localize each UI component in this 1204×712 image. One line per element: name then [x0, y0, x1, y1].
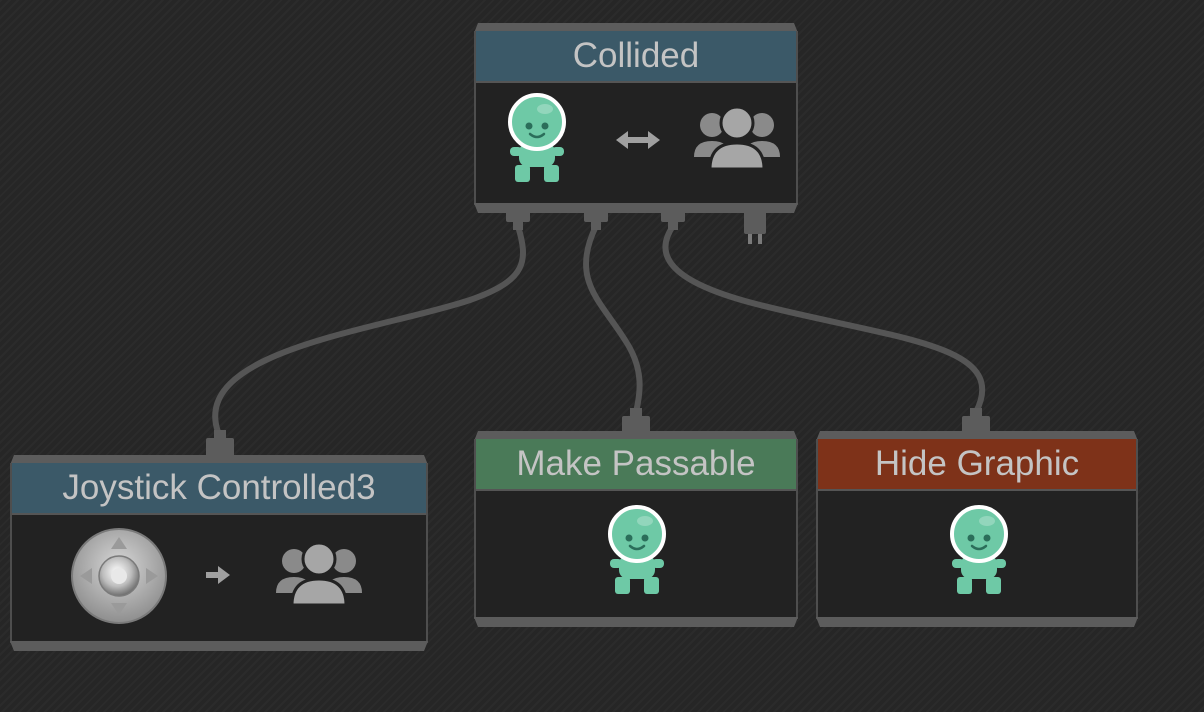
- hide-graphic-node[interactable]: Hide Graphic: [816, 431, 1138, 627]
- node-bottom-edge: [474, 203, 798, 213]
- node-title: Make Passable: [476, 439, 796, 491]
- output-port[interactable]: [584, 210, 608, 235]
- node-top-edge: [816, 431, 1138, 441]
- wire-collided-to-make-passable: [583, 223, 643, 415]
- output-port[interactable]: [661, 210, 685, 235]
- group-icon: [690, 105, 784, 171]
- joystick-icon: [70, 527, 168, 625]
- alien-character-icon: [942, 501, 1016, 601]
- node-bottom-edge: [10, 641, 428, 651]
- node-bottom-edge: [474, 617, 798, 627]
- output-port[interactable]: [506, 210, 530, 235]
- group-icon: [272, 541, 366, 607]
- node-top-edge: [474, 431, 798, 441]
- node-top-edge: [10, 455, 428, 465]
- node-title: Joystick Controlled3: [12, 463, 426, 515]
- node-bottom-edge: [816, 617, 1138, 627]
- collided-node[interactable]: Collided: [474, 23, 798, 213]
- node-top-edge: [474, 23, 798, 33]
- make-passable-node[interactable]: Make Passable: [474, 431, 798, 627]
- plug-port[interactable]: [742, 210, 768, 251]
- input-port[interactable]: [206, 430, 234, 463]
- two-way-arrow-icon: [614, 129, 662, 151]
- right-arrow-icon: [204, 565, 232, 585]
- joystick-controlled-node[interactable]: Joystick Controlled3: [10, 455, 428, 651]
- alien-character-icon: [600, 501, 674, 601]
- wire-collided-to-hide-graphic: [662, 223, 986, 415]
- alien-character-icon: [500, 89, 574, 189]
- node-title: Collided: [476, 31, 796, 83]
- wire-collided-to-joystick: [212, 223, 526, 435]
- node-title: Hide Graphic: [818, 439, 1136, 491]
